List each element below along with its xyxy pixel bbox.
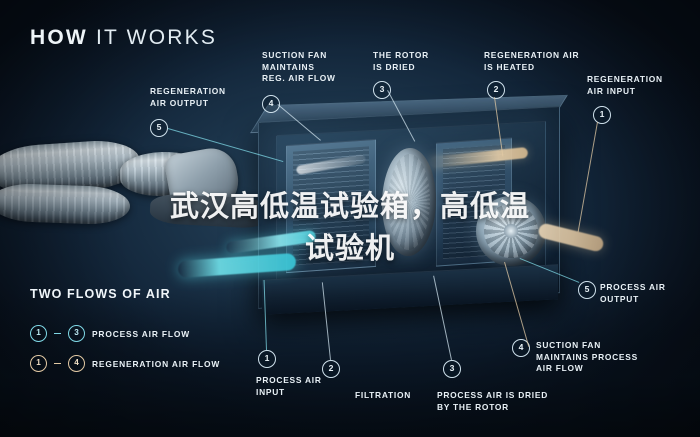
legend-label-process-air-flow: PROCESS AIR FLOW	[92, 328, 190, 339]
callout-label-rotor-dried: THE ROTOR IS DRIED	[373, 50, 429, 72]
callout-label-filtration: FILTRATION	[355, 390, 412, 400]
callout-number-3-process-dried: 3	[443, 360, 461, 378]
callout-label-process-air-output: PROCESS AIR OUTPUT	[600, 282, 666, 304]
callout-label-suction-fan-reg: SUCTION FAN MAINTAINS REG. AIR FLOW	[262, 50, 336, 83]
callout-number-3-rotor: 3	[373, 81, 391, 99]
page-title: HOW IT WORKS	[30, 26, 217, 50]
legend-number-from: 1	[30, 325, 47, 342]
callout-number-1-process-input: 1	[258, 350, 276, 368]
callout-number-1-regen-input: 1	[593, 106, 611, 124]
legend-dash	[54, 363, 61, 364]
callout-label-process-dried: PROCESS AIR IS DRIED BY THE ROTOR	[437, 390, 549, 412]
legend-title: TWO FLOWS OF AIR	[30, 287, 171, 301]
legend-label-regeneration-air-flow: REGENERATION AIR FLOW	[92, 358, 221, 369]
legend-row-regeneration-air: 1 4 REGENERATION AIR FLOW	[30, 355, 220, 372]
callout-label-regeneration-air-output: REGENERATION AIR OUTPUT	[150, 86, 226, 108]
legend-number-from: 1	[30, 355, 47, 372]
legend-number-to: 4	[68, 355, 85, 372]
callout-label-regen-input: REGENERATION AIR INPUT	[587, 74, 663, 96]
legend-number-to: 3	[68, 325, 85, 342]
callout-number-2-heated: 2	[487, 81, 505, 99]
legend-row-process-air: 1 3 PROCESS AIR FLOW	[30, 325, 190, 342]
callout-number-4-suction-reg: 4	[262, 95, 280, 113]
callout-number-5-regen-output: 5	[150, 119, 168, 137]
callout-number-4-suction-process: 4	[512, 339, 530, 357]
watermark-line-1: 武汉高低温试验箱，高低温	[169, 191, 530, 223]
watermark-line-2: 试验机	[304, 233, 395, 265]
callout-label-regen-heated: REGENERATION AIR IS HEATED	[484, 50, 580, 72]
watermark-text: 武汉高低温试验箱，高低温 试验机	[0, 186, 700, 270]
callout-number-2-filtration: 2	[322, 360, 340, 378]
page-title-bold: HOW	[30, 26, 88, 49]
callout-number-5-process-output: 5	[578, 281, 596, 299]
callout-label-process-air-input: PROCESS AIR INPUT	[256, 375, 322, 397]
legend-dash	[54, 333, 61, 334]
callout-label-suction-fan-process: SUCTION FAN MAINTAINS PROCESS AIR FLOW	[536, 340, 638, 373]
page-title-rest: IT WORKS	[95, 26, 218, 49]
